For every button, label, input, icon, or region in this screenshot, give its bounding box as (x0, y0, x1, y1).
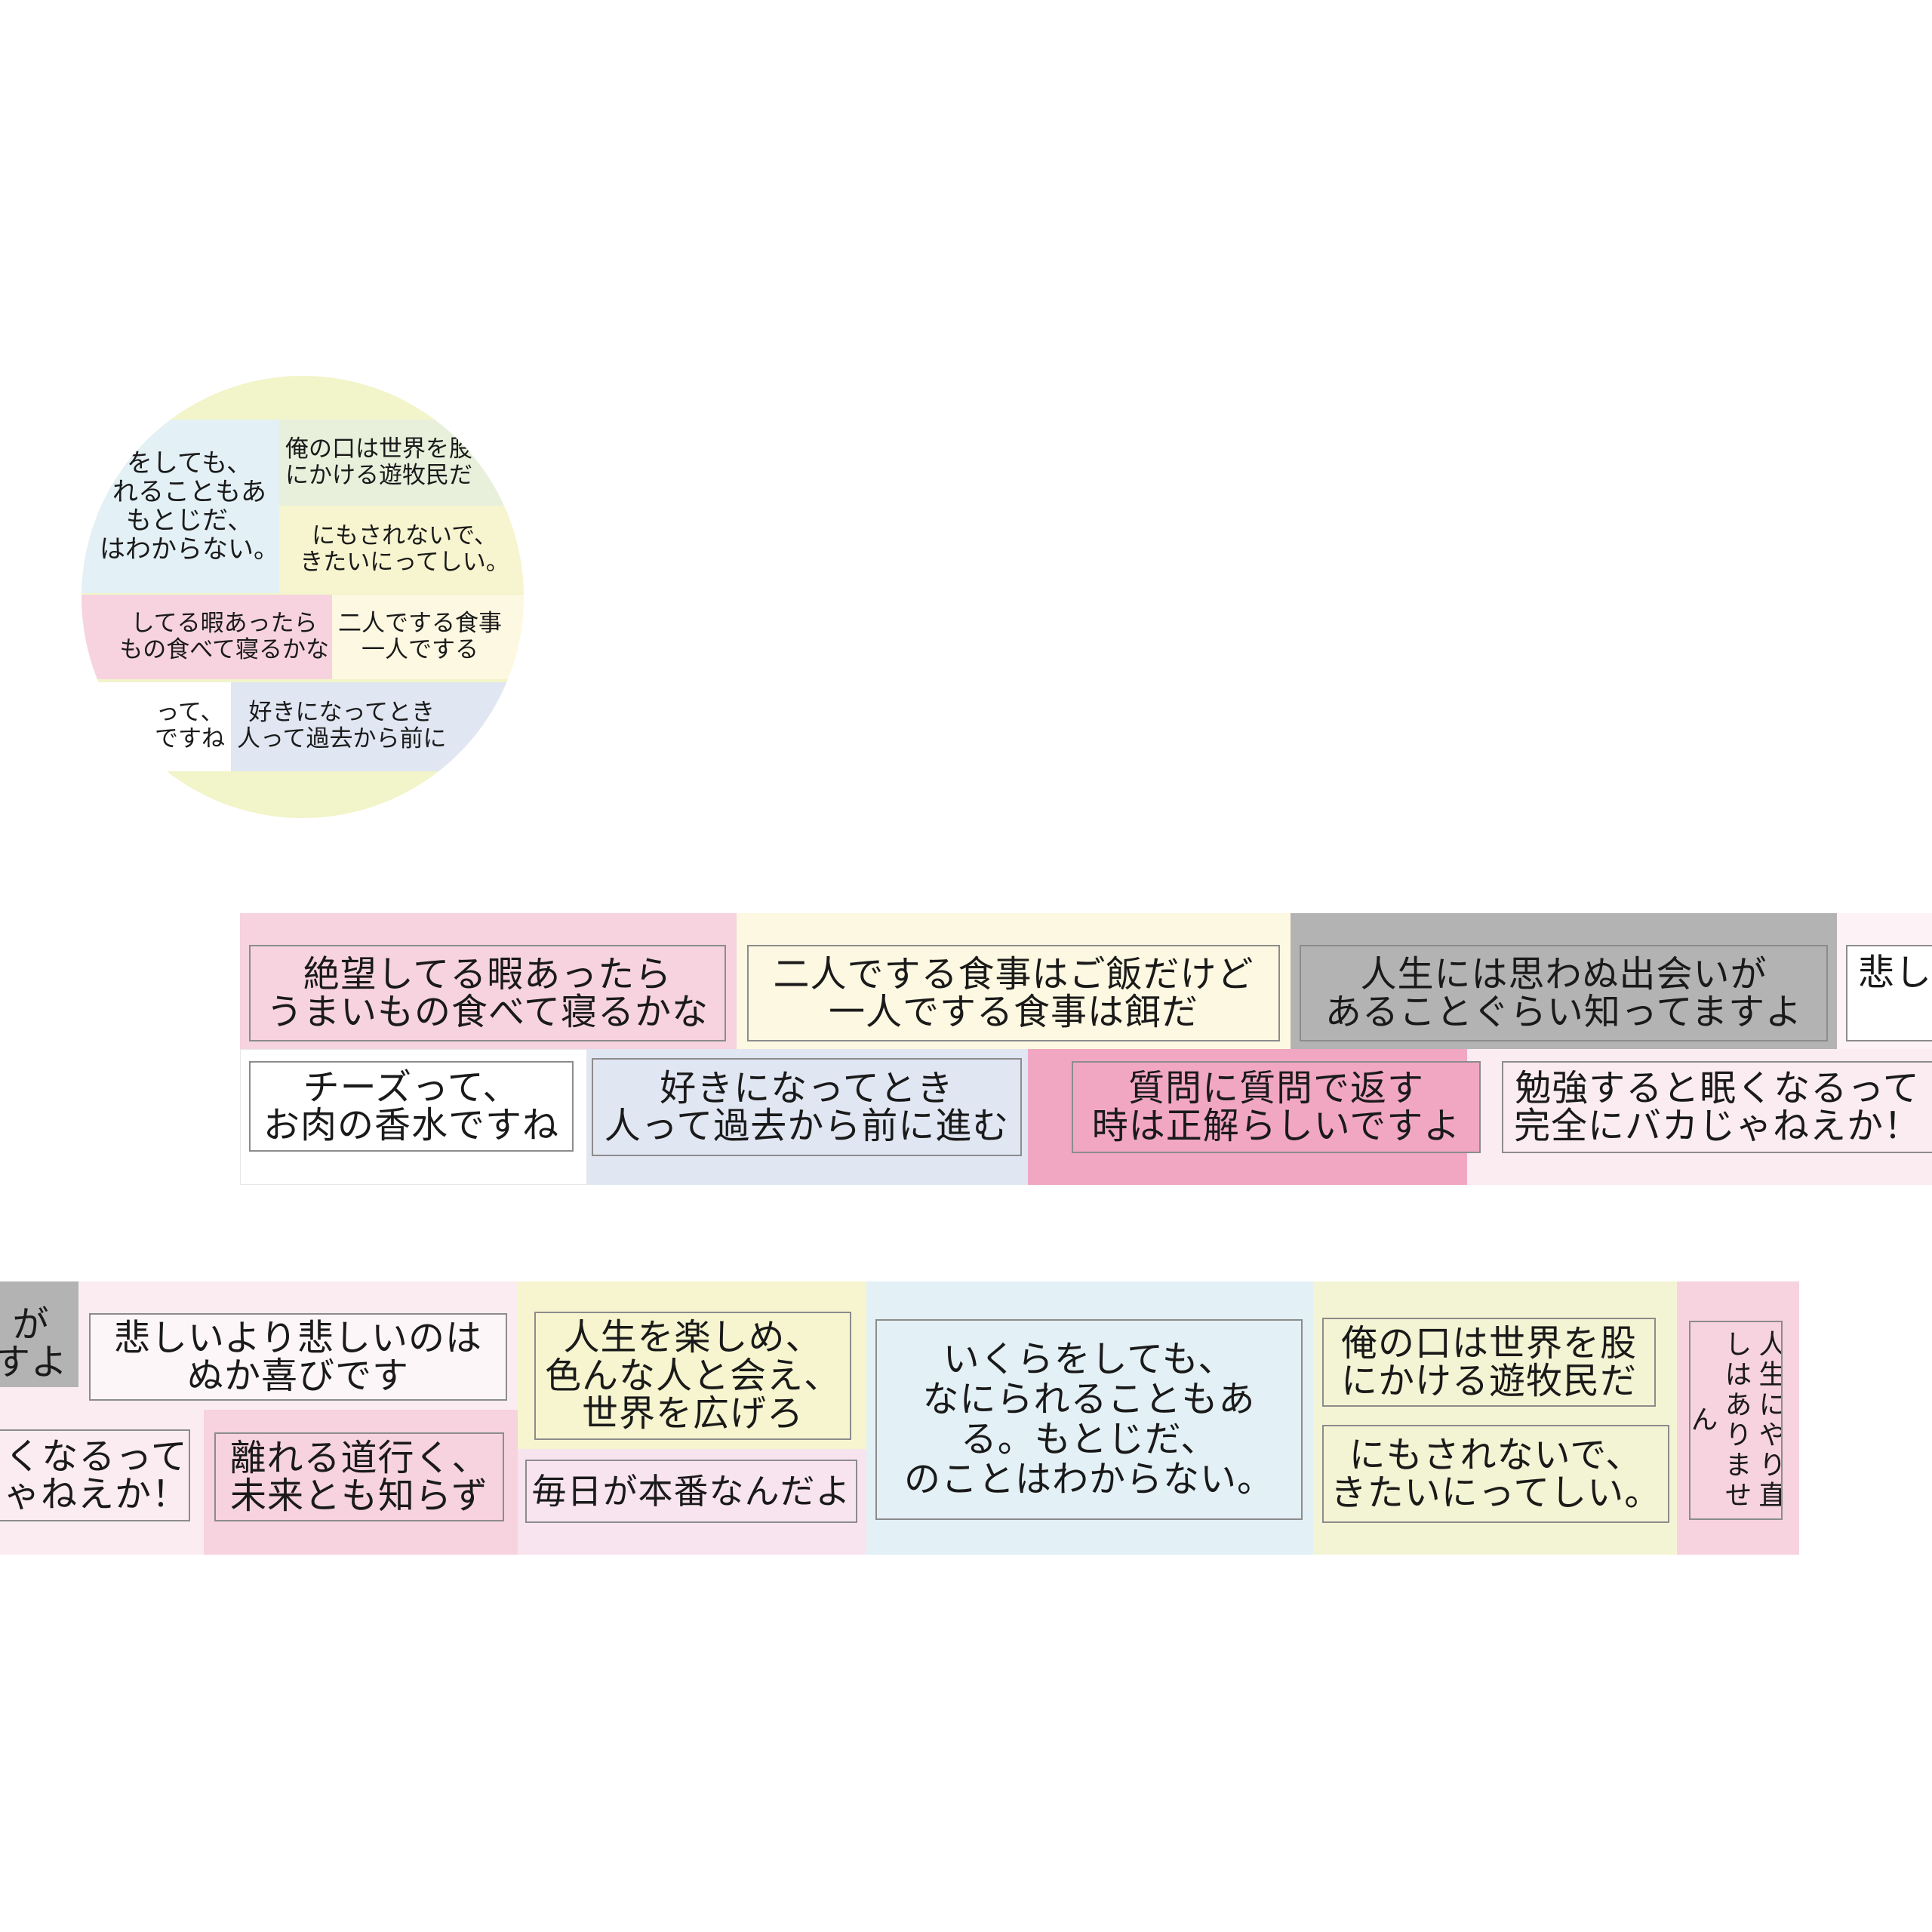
roll-label-1: をしても、 れることもあ もとじだ、 はわからない。 (100, 448, 279, 565)
roll-label-2: 俺の口は世界を股 にかける遊牧民だ (285, 435, 472, 489)
roll-panel-green (279, 420, 524, 506)
quote-label: 人生には思わぬ出会いが あることぐらい知ってますよ (1300, 945, 1828, 1041)
tape-strip-bottom: が すよ 悲しいより悲しいのは ぬか喜びです くなるって ゃねえか！ 離れる道行… (0, 1281, 1799, 1555)
quote-label: が すよ (0, 1301, 68, 1386)
quote-label: 質問に質問で返す 時は正解らしいですよ (1072, 1061, 1481, 1153)
quote-label: 悲しいより悲しいのは ぬか喜びです (89, 1313, 507, 1401)
quote-label-vertical: 人生にやり直 しはありません (1689, 1321, 1783, 1520)
quote-label: 絶望してる暇あったら うまいもの食べて寝るかな (249, 945, 726, 1041)
roll-label-4: してる暇あったら もの食べて寝るかな (119, 610, 329, 663)
quote-label: 人生を楽しめ、 色んな人と会え、 世界を広げろ (534, 1312, 851, 1440)
quote-label: 悲し (1846, 945, 1932, 1041)
quote-label: 二人でする食事はご飯だけど 一人でする食事は餌だ (747, 945, 1280, 1041)
tape-roll: をしても、 れることもあ もとじだ、 はわからない。 俺の口は世界を股 にかける… (82, 376, 524, 818)
roll-panel-cream (332, 595, 524, 679)
quote-label: くなるって ゃねえか！ (0, 1429, 190, 1521)
roll-label-6: って、 ですね (155, 699, 225, 752)
quote-label: 離れる道行く、 未来とも知らず (214, 1432, 504, 1521)
quote-label: 勉強すると眠くなるって 完全にバカじゃねえか！ (1502, 1061, 1932, 1153)
quote-label: チーズって、 お肉の香水ですね (249, 1061, 574, 1152)
quote-label: にもされないで、 きたいにってしい。 (1322, 1425, 1669, 1523)
quote-label: 好きになってとき 人って過去から前に進む (592, 1058, 1022, 1156)
roll-panel-yellow (279, 506, 524, 593)
roll-panel-lavender (231, 682, 524, 771)
roll-label-3: にもされないで、 きたいにってしい。 (300, 522, 509, 576)
quote-label: 俺の口は世界を股 にかける遊牧民だ (1322, 1318, 1656, 1407)
roll-label-5: 二人でする食事 一人でする (338, 610, 502, 663)
roll-panel-white (82, 682, 231, 771)
quote-label: いくらをしても、 なにられることもあ る。もとじだ、 のことはわからない。 (875, 1319, 1303, 1520)
tape-strip-top: 絶望してる暇あったら うまいもの食べて寝るかな 二人でする食事はご飯だけど 一人… (240, 913, 1932, 1185)
roll-label-7: 好きになってとき 人って過去から前に (237, 699, 447, 752)
quote-label: 毎日が本番なんだよ (525, 1460, 857, 1523)
roll-panel-blue (82, 420, 279, 593)
roll-panel-pink (82, 595, 332, 679)
